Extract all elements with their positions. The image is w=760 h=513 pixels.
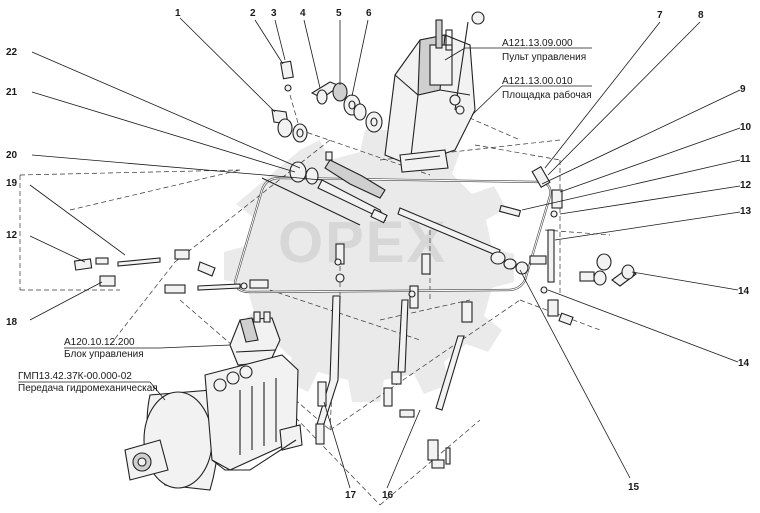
console-name: Пульт управления: [502, 52, 586, 63]
callout-13: 13: [740, 206, 752, 217]
callout-20: 20: [6, 150, 18, 161]
callout-15: 15: [628, 482, 640, 493]
callout-1: 1: [175, 8, 181, 19]
callout-12-left: 12: [6, 230, 18, 241]
callout-7: 7: [657, 10, 663, 21]
transmission-code: ГМП13.42.37К-00.000-02: [18, 371, 132, 382]
callout-numbers: 1 2 3 4 5 6 7 8 9 10 11 12 13 14 14 15 1…: [6, 8, 752, 501]
callout-12: 12: [740, 180, 752, 191]
callout-17: 17: [345, 490, 357, 501]
transmission-name: Передача гидромеханическая: [18, 383, 158, 394]
console-code: А121.13.09.000: [502, 38, 573, 49]
control-block-code: А120.10.12.200: [64, 337, 135, 348]
upper-linkage-parts: [261, 60, 388, 226]
hydromechanical-transmission: [124, 354, 303, 491]
left-side-parts: [73, 249, 269, 294]
callout-8: 8: [698, 10, 704, 21]
callout-4: 4: [300, 8, 306, 19]
vertical-rods: [315, 243, 473, 469]
frame-rod: [233, 176, 552, 294]
callout-3: 3: [271, 8, 277, 19]
watermark: OPEX: [224, 130, 514, 402]
callout-6: 6: [366, 8, 372, 19]
platform-code: А121.13.00.010: [502, 76, 573, 87]
rod-and-right-parts: [397, 165, 637, 326]
leader-lines: [18, 17, 741, 489]
callout-14-lower: 14: [738, 358, 750, 369]
callout-21: 21: [6, 87, 18, 98]
callout-16: 16: [382, 490, 394, 501]
assembly-labels: А121.13.09.000 Пульт управления А121.13.…: [18, 38, 592, 394]
control-block: [229, 311, 281, 366]
callout-2: 2: [250, 8, 256, 19]
callout-14-upper: 14: [738, 286, 750, 297]
callout-9: 9: [740, 84, 746, 95]
callout-5: 5: [336, 8, 342, 19]
callout-18: 18: [6, 317, 18, 328]
platform-name: Площадка рабочая: [502, 89, 592, 101]
callout-22: 22: [6, 47, 18, 58]
callout-10: 10: [740, 122, 752, 133]
control-console: [384, 11, 485, 173]
callout-11: 11: [740, 154, 751, 165]
callout-19: 19: [6, 178, 18, 189]
control-block-name: Блок управления: [64, 349, 144, 360]
